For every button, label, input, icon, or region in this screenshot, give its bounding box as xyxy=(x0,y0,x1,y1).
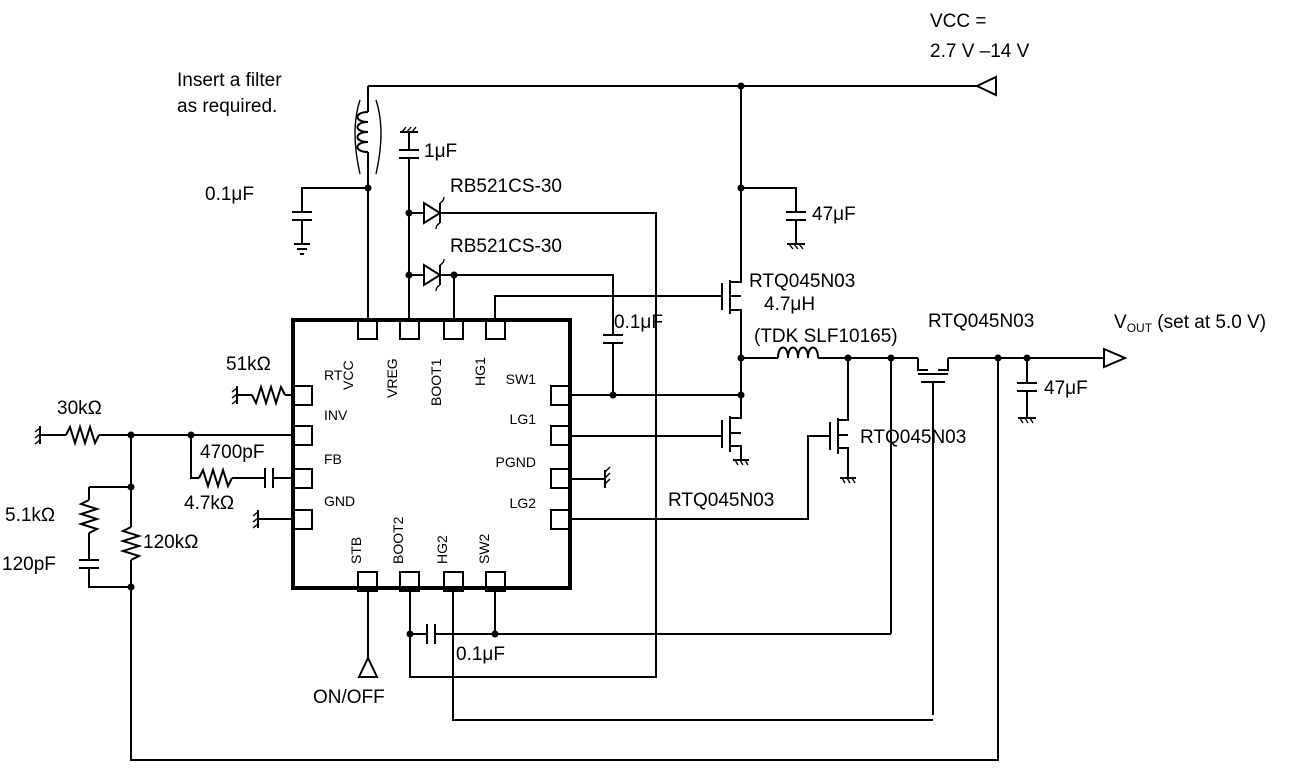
pin-label-boot2: BOOT2 xyxy=(390,516,406,564)
onoff-label: ON/OFF xyxy=(313,687,385,708)
pin-label-gnd: GND xyxy=(324,493,355,509)
fet-hg2-label: RTQ045N03 xyxy=(860,427,966,448)
filter-note-line1: Insert a filter xyxy=(177,70,282,91)
diode1-label: RB521CS-30 xyxy=(450,176,562,197)
ic-top-pads xyxy=(357,319,506,340)
pgnd-ground xyxy=(570,466,611,488)
onoff-terminal xyxy=(357,591,379,678)
mosfet-low-side-2 xyxy=(829,418,856,484)
ic-right-pads xyxy=(550,385,571,530)
input-filter-inductor xyxy=(354,86,382,320)
diode2-label: RB521CS-30 xyxy=(450,236,562,257)
pin-label-hg1: HG1 xyxy=(472,357,488,386)
inductor-main xyxy=(741,346,852,362)
pin-label-lg1: LG1 xyxy=(510,411,537,427)
wire-switch-node-2 xyxy=(847,354,918,634)
c-comp-label: 120pF xyxy=(2,554,56,575)
c-out-label: 47μF xyxy=(1044,378,1088,399)
pin-label-vcc: VCC xyxy=(340,360,356,390)
wire-feedback xyxy=(130,358,999,761)
inductor-part-label: (TDK SLF10165) xyxy=(754,326,898,347)
pin-label-hg2: HG2 xyxy=(434,535,450,564)
resistor-rt xyxy=(231,383,293,407)
r-div-label: 120kΩ xyxy=(143,532,198,553)
wire-hg1 xyxy=(494,295,722,320)
pin-label-inv: INV xyxy=(324,407,348,423)
pin-label-rt: RT xyxy=(324,367,343,383)
inductor-value-label: 4.7μH xyxy=(764,294,815,315)
vcc-label-line2: 2.7 V –14 V xyxy=(930,41,1030,62)
capacitor-boot1 xyxy=(603,334,623,399)
c-vreg-label: 1μF xyxy=(424,141,457,162)
vcc-label-line1: VCC = xyxy=(930,11,987,32)
r-inv-label: 30kΩ xyxy=(57,398,102,419)
capacitor-boot2 xyxy=(406,591,891,644)
r-fb-label: 4.7kΩ xyxy=(184,493,234,514)
pin-label-pgnd: PGND xyxy=(496,454,536,470)
c-in-label: 47μF xyxy=(812,204,856,225)
diode-boot1-upper xyxy=(409,196,657,678)
mosfet-output xyxy=(917,354,1104,715)
mosfet-low-side-1 xyxy=(721,412,749,466)
capacitor-vreg xyxy=(399,126,419,320)
vout-terminal xyxy=(1103,347,1128,369)
capacitor-output-47uf xyxy=(1017,358,1037,424)
gnd-ground xyxy=(252,510,293,529)
c-vcc-label: 0.1μF xyxy=(205,184,254,205)
fet-lg1-label: RTQ045N03 xyxy=(668,490,774,511)
pin-label-lg2: LG2 xyxy=(510,495,537,511)
r-rt-label: 51kΩ xyxy=(226,354,271,375)
fet-out-label: RTQ045N03 xyxy=(928,311,1034,332)
divider-network xyxy=(77,435,143,591)
ic-body xyxy=(291,318,572,590)
r-comp-label: 5.1kΩ xyxy=(5,505,55,526)
pin-label-sw2: SW2 xyxy=(476,533,492,564)
c-fb-label: 4700pF xyxy=(200,442,264,463)
fb-rc-network xyxy=(190,435,293,490)
filter-note-line2: as required. xyxy=(177,96,277,117)
pin-label-sw1: SW1 xyxy=(506,371,537,387)
wire-lg2 xyxy=(570,435,830,520)
c-boot2-label: 0.1μF xyxy=(456,644,505,665)
fet-hg1-label: RTQ045N03 xyxy=(749,271,855,292)
capacitor-vcc-decoupling xyxy=(292,187,368,255)
mosfet-high-side-1 xyxy=(721,280,742,358)
pin-label-stb: STB xyxy=(348,537,364,564)
pin-label-vreg: VREG xyxy=(384,358,400,398)
pin-label-fb: FB xyxy=(324,451,342,467)
wire-hg2 xyxy=(452,591,933,721)
capacitor-input-47uf xyxy=(741,187,806,250)
c-boot1-label: 0.1μF xyxy=(614,312,663,333)
vout-label: VOUT (set at 5.0 V) xyxy=(1114,312,1266,335)
diode-boot1-lower xyxy=(409,258,614,335)
ic-left-pads xyxy=(292,385,313,530)
vcc-rail xyxy=(368,75,997,97)
pin-label-boot1: BOOT1 xyxy=(428,358,444,406)
